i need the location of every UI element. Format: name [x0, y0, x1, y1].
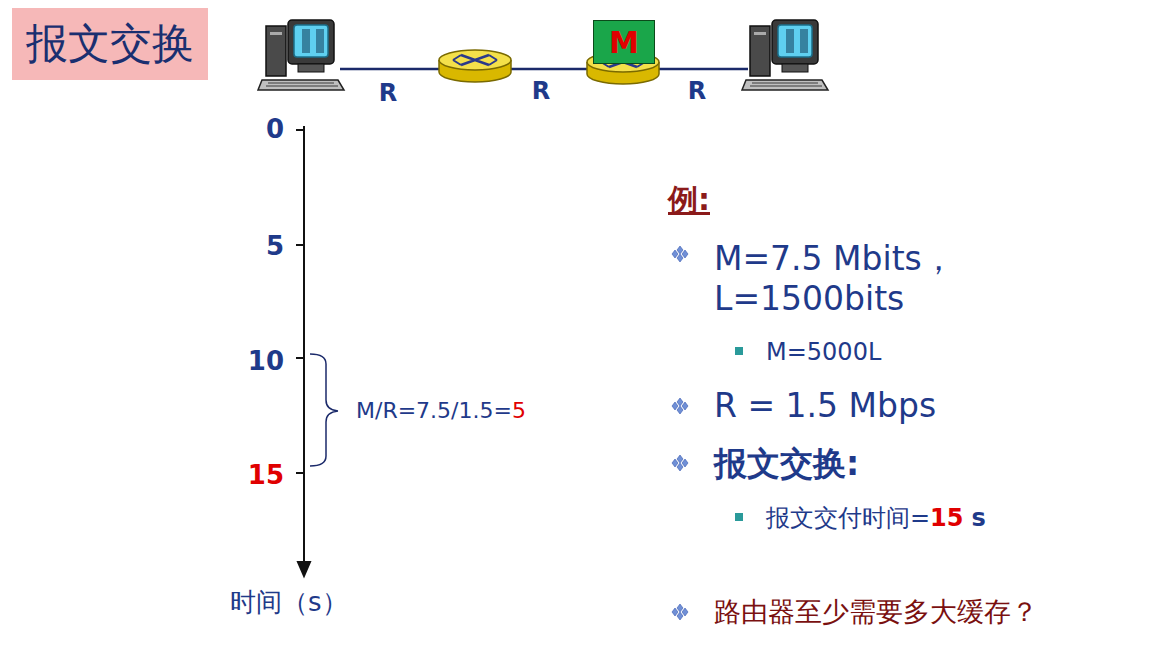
tick-label: 0	[266, 114, 284, 145]
axis-label: 时间（s）	[230, 587, 348, 618]
question-text: 路由器至少需要多大缓存？	[714, 596, 1038, 628]
router-icon	[439, 50, 511, 82]
bullet-text: R = 1.5 Mbps	[714, 386, 936, 426]
highlight-number: 15	[930, 504, 963, 533]
bullet-mark	[672, 398, 688, 414]
node-text: M	[609, 25, 639, 60]
memory-box: M	[593, 20, 655, 64]
time-axis	[296, 126, 310, 576]
example-heading: 例:	[668, 182, 710, 218]
host-icon	[258, 20, 344, 90]
bullet-mark	[672, 455, 688, 471]
link-rate: R	[379, 79, 397, 108]
formula-result: 5	[512, 398, 526, 424]
link-rate: R	[688, 77, 706, 106]
tick-label: 10	[248, 346, 284, 377]
formula: M/R=7.5/1.5=	[356, 398, 512, 424]
bullet-mark	[672, 246, 688, 262]
link-line	[340, 68, 748, 71]
bullet-text: M=7.5 Mbits， L=1500bits	[714, 239, 1004, 318]
unit: s	[972, 504, 986, 533]
sub-bullet	[735, 513, 743, 521]
link-rate: R	[532, 77, 550, 106]
bullet-mark	[672, 604, 688, 620]
tick-label: 5	[266, 231, 284, 262]
sub-bullet	[735, 347, 743, 355]
title-box: 报文交换	[12, 8, 208, 80]
title-text: 报文交换	[26, 16, 194, 72]
tick-label: 15	[248, 460, 284, 491]
bullet-text: 报文交换:	[714, 444, 859, 484]
sub-bullet-text: M=5000L	[766, 338, 881, 367]
host-icon	[742, 20, 828, 90]
sub-bullet-text: 报文交付时间=	[766, 504, 930, 533]
brace	[310, 354, 338, 466]
